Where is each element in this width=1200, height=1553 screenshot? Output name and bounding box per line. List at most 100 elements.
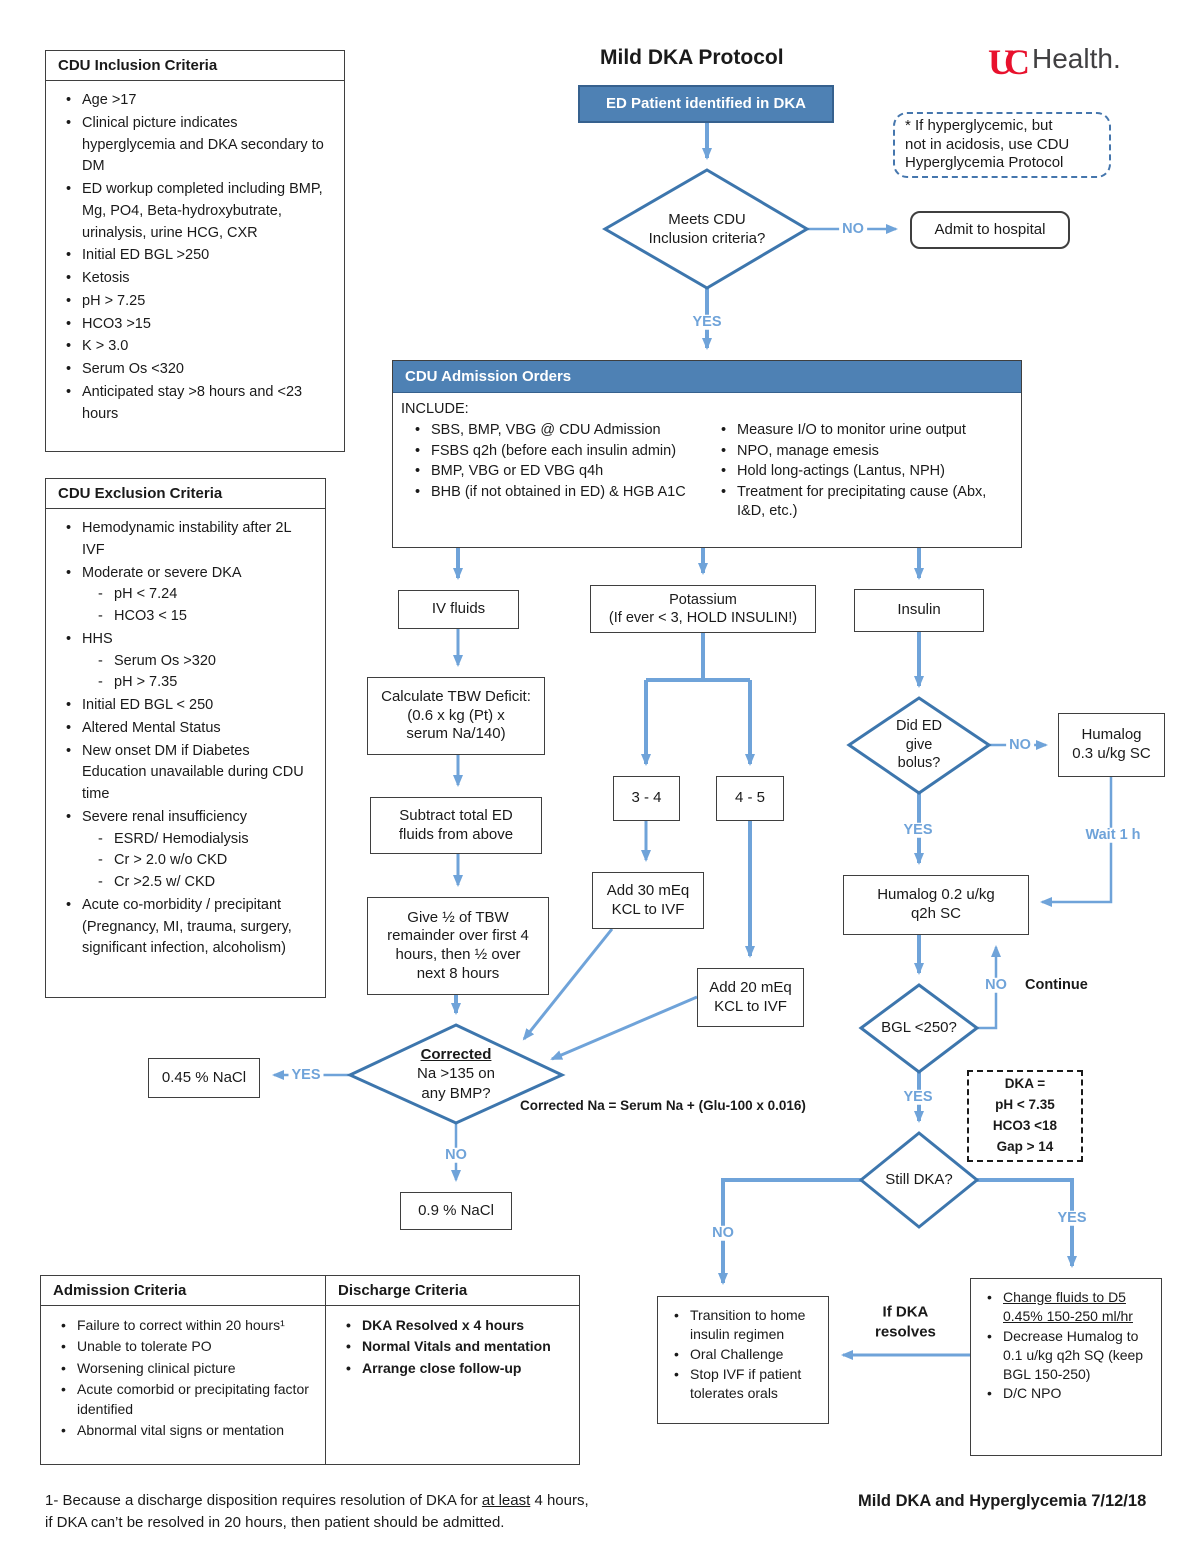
humalog-02-box: Humalog 0.2 u/kg q2h SC [843,875,1029,935]
inclusion-criteria-title: CDU Inclusion Criteria [46,51,344,81]
page-title: Mild DKA Protocol [600,46,784,69]
sub-list-item: pH < 7.24 [96,584,315,606]
ed-patient-identified-box: ED Patient identified in DKA [578,85,834,123]
corrected-yes-label: YES [288,1068,324,1083]
sub-list-item: Cr > 2.0 w/o CKD [96,850,315,872]
list-item: Initial ED BGL >250 [62,245,334,267]
footnote-pre: 1- Because a discharge disposition requi… [45,1492,482,1509]
uc-health-logo: UC Health. [988,43,1121,80]
add-30-meq-kcl-box: Add 30 mEq KCL to IVF [592,872,704,929]
if-dka-resolves-label: If DKA resolves [875,1303,936,1341]
iv-fluids-box: IV fluids [398,590,519,629]
footnote: 1- Because a discharge disposition requi… [45,1490,685,1534]
list-item: BHB (if not obtained in ED) & HGB A1C [411,483,703,503]
admission-criteria-title: Admission Criteria [41,1276,325,1306]
list-item: ED workup completed including BMP, Mg, P… [62,179,334,244]
list-item: SBS, BMP, VBG @ CDU Admission [411,421,703,441]
admission-criteria-col: Admission Criteria Failure to correct wi… [41,1276,326,1464]
nacl-09-box: 0.9 % NaCl [400,1192,512,1230]
list-item: DKA Resolved x 4 hours [342,1315,569,1336]
footnote-post: 4 hours, [530,1492,589,1509]
wait-1h-label: Wait 1 h [1082,828,1144,843]
inclusion-criteria-list: Age >17Clinical picture indicates hyperg… [52,90,338,425]
continue-label: Continue [1025,976,1088,993]
list-item: Unable to tolerate PO [57,1336,315,1357]
exclusion-criteria-title: CDU Exclusion Criteria [46,479,325,509]
dided-no-label: NO [1006,738,1034,753]
change-fluids-box: Change fluids to D5 0.45% 150-250 ml/hrD… [970,1278,1162,1456]
discharge-criteria-title: Discharge Criteria [326,1276,579,1306]
discharge-criteria-list: DKA Resolved x 4 hoursNormal Vitals and … [332,1315,573,1378]
corrected-no-label: NO [442,1148,470,1163]
arrow-add30-to-corrected [522,928,614,1041]
add-20-meq-kcl-box: Add 20 mEq KCL to IVF [697,968,804,1027]
admission-criteria-list: Failure to correct within 20 hours¹Unabl… [47,1315,319,1441]
corrected-na-diamond [346,1023,566,1125]
list-item: Serum Os <320 [62,359,334,381]
bgl-yes-label: YES [900,1090,936,1105]
stilldka-no-label: NO [709,1226,737,1241]
potassium-box: Potassium (If ever < 3, HOLD INSULIN!) [590,585,816,633]
still-dka-diamond [858,1131,980,1229]
admit-to-hospital-box: Admit to hospital [910,211,1070,249]
orders-left-list: SBS, BMP, VBG @ CDU AdmissionFSBS q2h (b… [401,420,707,523]
list-item: Measure I/O to monitor urine output [717,421,1009,441]
give-half-tbw-box: Give ½ of TBW remainder over first 4 hou… [367,897,549,995]
list-item: Oral Challenge [670,1345,822,1364]
potassium-4-5-box: 4 - 5 [716,776,784,821]
decision-diamonds [346,168,992,1229]
hyperglycemia-protocol-note: * If hyperglycemic, but not in acidosis,… [893,112,1111,178]
logo-health-text: Health. [1032,43,1121,74]
list-item: Moderate or severe DKApH < 7.24HCO3 < 15 [62,563,315,628]
document-footer-title: Mild DKA and Hyperglycemia 7/12/18 [858,1492,1147,1510]
list-item: NPO, manage emesis [717,442,1009,462]
list-item: D/C NPO [983,1384,1155,1403]
transition-home-box: Transition to home insulin regimenOral C… [657,1296,829,1424]
sub-list-item: Cr >2.5 w/ CKD [96,872,315,894]
meets-no-label: NO [839,222,867,237]
list-item: Abnormal vital signs or mentation [57,1420,315,1441]
corrected-heading: Corrected [420,1045,492,1063]
discharge-criteria-col: Discharge Criteria DKA Resolved x 4 hour… [326,1276,579,1464]
list-item: Hold long-actings (Lantus, NPH) [717,462,1009,482]
stilldka-yes-label: YES [1054,1211,1090,1226]
list-item: Worsening clinical picture [57,1358,315,1379]
still-dka-diamond-text: Still DKA? [885,1171,953,1189]
admission-discharge-table: Admission Criteria Failure to correct wi… [40,1275,580,1465]
list-item: FSBS q2h (before each insulin admin) [411,442,703,462]
nacl-045-box: 0.45 % NaCl [148,1058,260,1098]
list-item: BMP, VBG or ED VBG q4h [411,462,703,482]
meets-cdu-diamond-text: Meets CDU Inclusion criteria? [648,210,766,248]
list-item: Treatment for precipitating cause (Abx, … [717,483,1009,522]
change-fluids-list: Change fluids to D5 0.45% 150-250 ml/hrD… [973,1287,1159,1404]
bgl-250-diamond-text: BGL <250? [881,1019,957,1037]
dided-yes-label: YES [900,823,936,838]
corrected-na-formula: Corrected Na = Serum Na + (Glu-100 x 0.0… [520,1098,806,1113]
transition-home-list: Transition to home insulin regimenOral C… [660,1305,826,1403]
sub-list-item: pH > 7.35 [96,672,315,694]
list-item: Ketosis [62,268,334,290]
bgl-250-diamond [858,983,980,1074]
arrow-humalog03-wait-to-humalog02 [1040,777,1113,907]
arrow-stilldka-no-to-transition [718,1178,862,1285]
dka-definition-note: DKA = pH < 7.35 HCO3 <18 Gap > 14 [967,1070,1083,1162]
cdu-inclusion-criteria-box: CDU Inclusion Criteria Age >17Clinical p… [45,50,345,452]
list-item: Transition to home insulin regimen [670,1306,822,1344]
list-item: pH > 7.25 [62,291,334,313]
corrected-na-diamond-text: Corrected Na >135 on any BMP? [391,1034,521,1114]
list-item: Stop IVF if patient tolerates orals [670,1365,822,1403]
arrow-bgl-no-continue-loop [976,945,1001,1030]
arrow-add20-to-corrected [550,995,698,1061]
list-item: Arrange close follow-up [342,1358,569,1379]
sub-list-item: HCO3 < 15 [96,606,315,628]
humalog-03-box: Humalog 0.3 u/kg SC [1058,713,1165,777]
list-item: Anticipated stay >8 hours and <23 hours [62,382,334,426]
orders-include-label: INCLUDE: [401,401,469,417]
list-item: Initial ED BGL < 250 [62,695,315,717]
insulin-box: Insulin [854,589,984,632]
meets-cdu-diamond [602,168,810,290]
footnote-line2: if DKA can’t be resolved in 20 hours, th… [45,1513,505,1531]
exclusion-criteria-list: Hemodynamic instability after 2L IVFMode… [52,518,319,960]
list-item: Change fluids to D5 0.45% 150-250 ml/hr [983,1288,1155,1326]
list-item: Failure to correct within 20 hours¹ [57,1315,315,1336]
